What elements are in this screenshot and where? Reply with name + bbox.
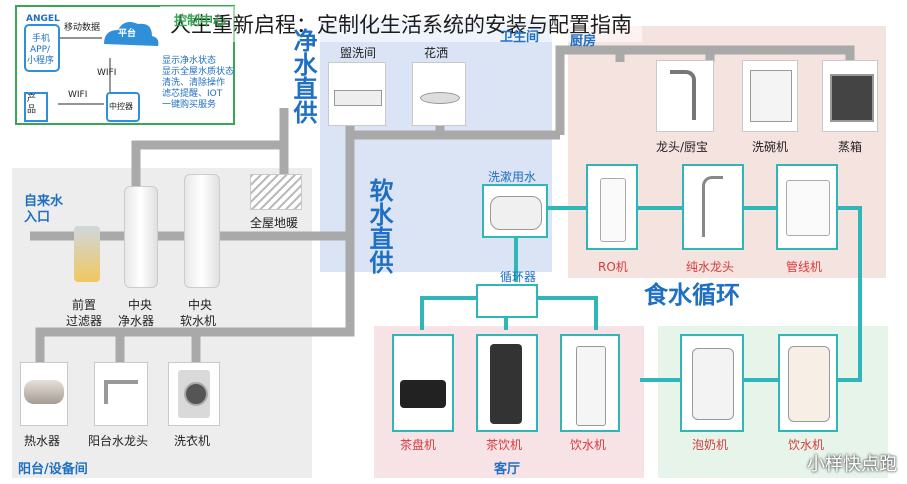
kitchen-faucet-icon: [670, 70, 696, 120]
feature-item: 滤芯提醒、IOT: [162, 89, 223, 99]
hub-label: 中控器: [109, 102, 133, 111]
page-title: 人生重新启程：定制化生活系统的安装与配置指南: [160, 6, 642, 42]
faucet-icon: [104, 380, 138, 404]
tea-tray-icon: [400, 380, 446, 408]
water-heater-icon: [24, 380, 64, 404]
zone-label-kitchen: 厨房: [570, 34, 597, 49]
milk-label: 泡奶机: [692, 438, 729, 452]
shower-icon: [420, 92, 460, 104]
angel-brand: ANGEL: [26, 14, 60, 24]
balcony-faucet-label: 阳台水龙头: [88, 434, 149, 448]
pure-faucet-label: 纯水龙头: [686, 260, 735, 274]
pipeline-icon: [786, 180, 830, 236]
zone-label-bathroom: 卫生间: [500, 30, 540, 45]
dispenser2-label: 饮水机: [788, 438, 825, 452]
soft-direct-text: 软水直供: [365, 178, 393, 274]
central-softener-icon: [184, 174, 220, 288]
pipeline-label: 管线机: [786, 260, 823, 274]
zone-label-balcony: 阳台/设备间: [18, 462, 88, 477]
balcony-faucet-box: [94, 362, 148, 426]
watermark: 小样快点跑: [807, 454, 897, 475]
steamer-label: 蒸箱: [838, 140, 863, 154]
wifi-label-2: WIFI: [68, 90, 88, 100]
dishwasher-icon: [750, 70, 792, 122]
tea-bar-icon: [490, 344, 522, 424]
feature-item: 显示净水状态: [162, 56, 217, 66]
feature-item: 清洗、清除操作: [162, 78, 226, 88]
prefilter-label-2: 过滤器: [66, 314, 103, 328]
tea-tray-label: 茶盘机: [400, 438, 437, 452]
central-softener-label-1: 中央: [188, 298, 213, 312]
product-box: [24, 92, 48, 122]
feature-item: 显示全屋水质状态: [162, 67, 235, 77]
wifi-label-1: WIFI: [97, 68, 117, 78]
pure-direct-text: 净水直供: [289, 28, 317, 124]
dispenser-living-icon: [576, 346, 606, 426]
dishwasher-label: 洗碗机: [752, 140, 789, 154]
dispenser2-icon: [788, 346, 830, 422]
washer-label: 洗衣机: [174, 434, 211, 448]
circulator-box: [476, 284, 538, 318]
zone-label-control: 控制中心: [174, 14, 227, 29]
steamer-icon: [830, 74, 874, 122]
tea-bar-label: 茶饮机: [486, 438, 523, 452]
product-label: 产品: [27, 94, 37, 115]
circulator-label: 循环器: [500, 270, 537, 284]
basin-label: 盥洗间: [340, 46, 377, 60]
central-softener-label-2: 软水机: [180, 314, 217, 328]
drinking-cycle-label: 食水循环: [644, 281, 740, 309]
central-purifier-icon: [124, 186, 158, 288]
faucet-kitchen-label: 龙头/厨宝: [656, 140, 709, 154]
central-purifier-label-1: 中央: [128, 298, 153, 312]
phone-line-2: APP/: [30, 45, 51, 55]
gargle-label: 洗漱用水: [488, 170, 537, 184]
feature-list: 显示净水状态 显示全屋水质状态 清洗、清除操作 滤芯提醒、IOT 一键购买服务: [162, 56, 234, 111]
dispenser-living-label: 饮水机: [570, 438, 607, 452]
water-heater-label: 热水器: [24, 434, 61, 448]
mobile-data-label: 移动数据: [64, 23, 101, 33]
shower-label: 花洒: [424, 46, 449, 60]
phone-line-1: 手机: [32, 34, 51, 44]
pure-faucet-icon: [702, 176, 723, 237]
central-purifier-label-2: 净水器: [118, 314, 155, 328]
phone-line-3: 小程序: [27, 56, 55, 66]
hub-box: [106, 92, 140, 122]
washer-door-icon: [184, 382, 208, 406]
basin-icon: [334, 90, 382, 106]
milk-icon: [692, 348, 734, 420]
ro-label: RO机: [598, 260, 628, 274]
panel-arrows: [58, 37, 111, 105]
inlet-label-line1: 自来水: [24, 194, 64, 209]
pure-direct-label: 净水直供: [288, 28, 317, 131]
ro-icon: [600, 178, 626, 242]
phone-icon: 手机 APP/ 小程序: [24, 24, 60, 72]
gargle-icon: [490, 196, 542, 230]
zone-bg-balcony: [12, 168, 312, 478]
floor-heating-box: [250, 174, 302, 210]
inlet-label-line2: 入口: [24, 210, 51, 225]
prefilter-icon: [74, 226, 100, 282]
soft-direct-label: 软水直供: [364, 178, 393, 281]
prefilter-label-1: 前置: [72, 298, 97, 312]
floor-heating-label: 全屋地暖: [250, 216, 299, 230]
cloud-icon: [104, 22, 159, 46]
cloud-label: 平台: [118, 29, 137, 39]
feature-item: 一键购买服务: [162, 100, 217, 110]
zone-label-living: 客厅: [494, 462, 521, 477]
